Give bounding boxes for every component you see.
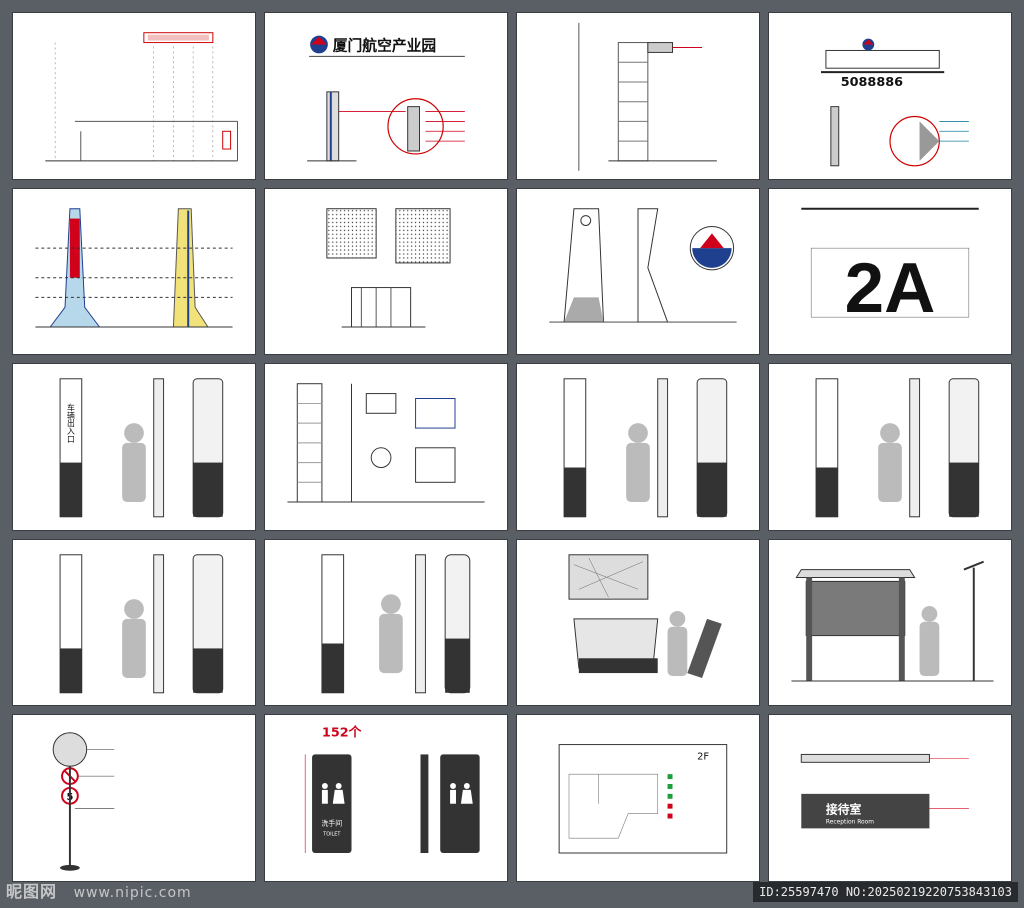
directional-totem-e-drawing xyxy=(321,554,471,694)
sheet-logo-sign-detail[interactable]: 厦门航空产业园 xyxy=(264,12,508,180)
parking-zone-code: 2A xyxy=(845,249,936,328)
floor-plan-sign-drawing: 2F xyxy=(558,744,728,854)
directional-totem-c-drawing xyxy=(815,378,980,518)
entrance-label: 车辆出入口 xyxy=(66,403,75,444)
sheet-directional-totem-e[interactable] xyxy=(264,538,508,707)
road-sign-pole-drawing: 5 xyxy=(52,732,115,872)
watermark-brand: 昵图网 www.nipic.com xyxy=(6,878,192,902)
sheet-floor-plan-sign[interactable]: 2F xyxy=(516,714,760,882)
directional-totem-d-drawing xyxy=(59,554,224,694)
grille-pattern-drawing xyxy=(326,207,451,328)
directional-totem-a-drawing: 车辆出入口 xyxy=(59,378,224,518)
pylon-sign-drawing xyxy=(35,207,233,328)
sheet-structure-frame[interactable] xyxy=(264,363,508,531)
room-name-cn: 接待室 xyxy=(826,803,862,817)
sheet-toilet-sign[interactable]: 152个 洗手间 TOILET xyxy=(264,714,508,882)
sheet-tower-elevation[interactable] xyxy=(516,12,760,180)
sheet-directional-totem-a[interactable]: 车辆出入口 xyxy=(12,363,256,531)
room-name-en: Reception Room xyxy=(826,820,874,826)
sheet-parking-code[interactable]: 2A xyxy=(768,187,1012,356)
sheet-totem-logo[interactable] xyxy=(516,187,760,356)
sheet-road-sign-pole[interactable]: 5 xyxy=(12,714,256,882)
parking-code-drawing: 2A xyxy=(801,207,979,328)
floor-number: 2F xyxy=(697,752,709,763)
building-elevation-drawing xyxy=(45,32,238,162)
structure-frame-drawing xyxy=(287,383,485,503)
sheet-notice-board[interactable] xyxy=(768,538,1012,707)
notice-board-drawing xyxy=(791,560,994,682)
totem-logo-drawing xyxy=(549,207,737,323)
directional-totem-b-drawing xyxy=(563,378,728,518)
logo-title-text: 厦门航空产业园 xyxy=(333,36,436,54)
sheet-map-kiosk[interactable] xyxy=(516,538,760,707)
sheet-directional-totem-d[interactable] xyxy=(12,538,256,707)
sheet-room-plate[interactable]: 接待室 Reception Room xyxy=(768,714,1012,882)
watermark-id: ID:25597470 NO:20250219220753843103 xyxy=(753,882,1018,902)
watermark-site: www.nipic.com xyxy=(73,885,192,901)
toilet-label-en: TOILET xyxy=(322,832,341,838)
logo-sign-drawing: 厦门航空产业园 xyxy=(307,35,465,162)
sheet-grille-pattern[interactable] xyxy=(264,187,508,356)
room-plate-drawing: 接待室 Reception Room xyxy=(800,754,969,829)
sheet-sign-box-detail[interactable]: 5088886 xyxy=(768,12,1012,180)
sign-box-drawing: 5088886 xyxy=(821,38,969,167)
sheet-building-elevation[interactable] xyxy=(12,12,256,180)
sheet-pylon-sign[interactable] xyxy=(12,187,256,356)
toilet-sign-drawing: 152个 洗手间 TOILET xyxy=(304,725,480,854)
toilet-label-cn: 洗手间 xyxy=(321,819,342,828)
drawing-sheet-grid: 厦门航空产业园 xyxy=(12,12,1012,882)
watermark-brand-text: 昵图网 xyxy=(6,882,58,901)
sheet-directional-totem-c[interactable] xyxy=(768,363,1012,531)
phone-number-text: 5088886 xyxy=(841,75,903,90)
map-kiosk-drawing xyxy=(568,554,722,678)
sheet-directional-totem-b[interactable] xyxy=(516,363,760,531)
tower-elevation-drawing xyxy=(578,22,717,171)
quantity-label: 152个 xyxy=(322,725,362,741)
